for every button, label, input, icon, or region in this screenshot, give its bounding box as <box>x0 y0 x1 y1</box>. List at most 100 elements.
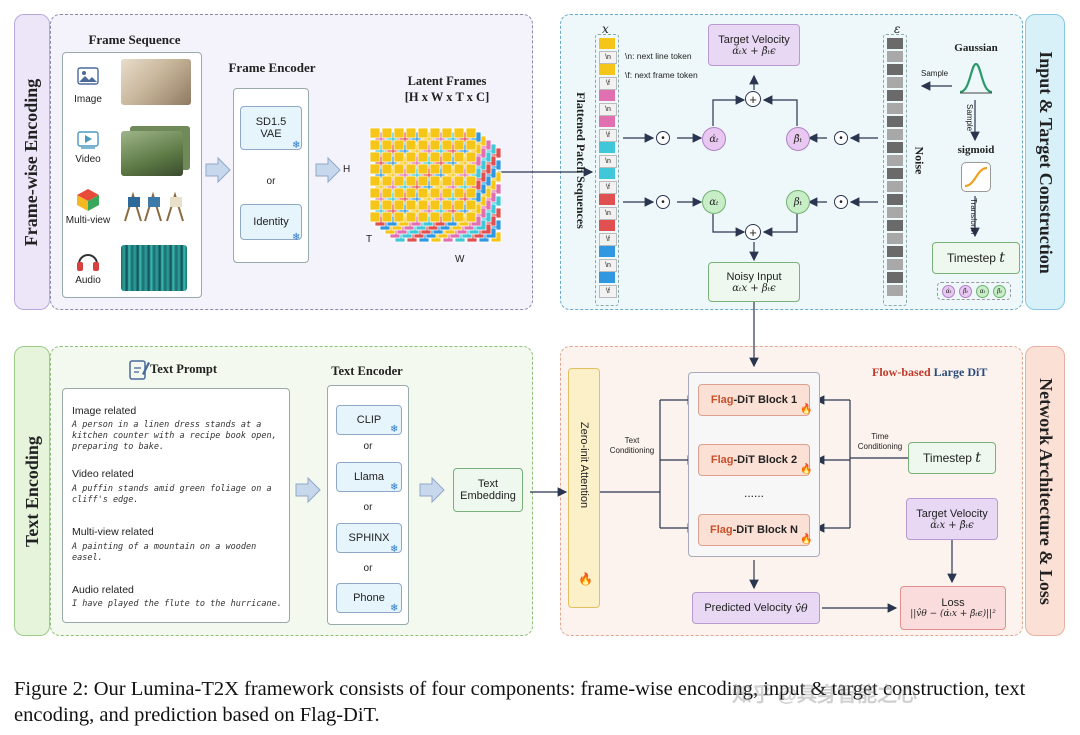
prompt-heading-multiview: Multi-view related <box>72 526 154 538</box>
latent-patch <box>405 139 417 151</box>
patch-token <box>599 64 615 75</box>
latent-patch <box>417 175 429 187</box>
latent-patch <box>453 211 465 223</box>
axis-h-label: H <box>343 164 351 175</box>
text-embedding-box: Text Embedding <box>453 468 523 512</box>
loss-title: Loss <box>941 597 965 609</box>
noise-token <box>887 129 903 140</box>
latent-patch <box>453 139 465 151</box>
multiview-icon <box>77 189 99 211</box>
dit-title-rest: Large DiT <box>933 365 988 379</box>
axis-w-label: W <box>455 254 465 265</box>
latent-patch <box>369 139 381 151</box>
zero-init-fire-icon: 🔥 <box>578 572 593 586</box>
latent-patch <box>405 211 417 223</box>
dit-title-flow: Flow-based <box>872 365 931 379</box>
latent-patch <box>429 151 441 163</box>
beta-circle: βₜ <box>786 190 810 214</box>
sphinx-snowflake-icon: ❄ <box>390 544 399 555</box>
patch-token <box>599 246 615 257</box>
frame-encoder-title: Frame Encoder <box>228 60 316 75</box>
legend-next-line: \n: next line token <box>625 51 692 61</box>
modality-label-image: Image <box>74 94 102 105</box>
timestep-var-bottom: t <box>975 450 981 466</box>
multiply-node-2: • <box>834 131 848 145</box>
latent-patch <box>393 211 405 223</box>
dit-block-2: Flag-DiT Block 2 <box>698 444 810 476</box>
latent-patch <box>417 127 429 139</box>
patch-token <box>599 90 615 101</box>
target-velocity-box-bottom: Target Velocity α̇ₜx + β̇ₜϵ <box>906 498 998 540</box>
video-icon <box>77 131 99 149</box>
latent-patch <box>429 211 441 223</box>
llama-label: Llama <box>354 471 384 483</box>
time-cond-line1: Time <box>871 432 889 441</box>
identity-snowflake-icon: ❄ <box>292 232 301 243</box>
frame-sequence-title: Frame Sequence <box>88 32 181 47</box>
beta-dot-circle: β̇ₜ <box>786 127 810 151</box>
latent-patch <box>393 139 405 151</box>
embedding-line1: Text <box>477 478 499 490</box>
latent-patch <box>465 163 477 175</box>
separator-token: \n <box>599 207 617 220</box>
modality-label-audio: Audio <box>75 275 101 286</box>
mini-beta-dot: β̇ₜ <box>959 285 972 298</box>
latent-patch <box>429 199 441 211</box>
encoder-to-embedding-arrow <box>419 476 445 504</box>
latent-patch <box>369 175 381 187</box>
mini-alpha: αₜ <box>976 285 989 298</box>
latent-patch <box>453 187 465 199</box>
separator-token: \n <box>599 259 617 272</box>
latent-patch <box>417 211 429 223</box>
separator-token: \f <box>599 181 617 194</box>
text-encoding-sidebar: Text Encoding <box>14 346 50 636</box>
multiply-node-3: • <box>656 195 670 209</box>
latent-patch <box>369 211 381 223</box>
text-cond-line2: Conditioning <box>609 446 655 455</box>
latent-patch <box>393 187 405 199</box>
latent-patch <box>417 163 429 175</box>
patch-token <box>599 168 615 179</box>
flag-prefix-n: Flag <box>709 524 733 536</box>
zero-init-label-wrap: Zero-init Attention <box>568 380 600 550</box>
latent-patch <box>465 139 477 151</box>
noise-token <box>887 233 903 244</box>
clip-snowflake-icon: ❄ <box>390 424 399 435</box>
coefficient-strip <box>937 282 1011 300</box>
alpha-circle: αₜ <box>702 190 726 214</box>
latent-patch <box>381 199 393 211</box>
latent-patch <box>417 199 429 211</box>
latent-patch <box>441 199 453 211</box>
latent-patch <box>441 139 453 151</box>
noise-token <box>887 116 903 127</box>
target-velocity-title: Target Velocity <box>718 33 790 46</box>
latent-patch <box>417 151 429 163</box>
encoder-or-2: or <box>363 502 373 513</box>
noise-token <box>887 90 903 101</box>
loss-formula: ||v̂θ − (α̇ₜx + β̇ₜϵ)||² <box>910 609 996 619</box>
patch-token <box>599 142 615 153</box>
latent-patch <box>453 199 465 211</box>
dit-block-n-fire-icon: 🔥 <box>800 534 813 545</box>
latent-patch <box>417 139 429 151</box>
latent-patch <box>369 187 381 199</box>
vae-box: SD1.5 VAE <box>240 106 302 150</box>
separator-token: \f <box>599 285 617 298</box>
target-velocity-formula: α̇ₜx + β̇ₜϵ <box>732 45 776 57</box>
llama-box: Llama <box>336 462 402 492</box>
connector-layer <box>205 74 980 613</box>
clip-label: CLIP <box>356 414 382 426</box>
modality-label-multiview: Multi-view <box>65 215 111 226</box>
input-target-sidebar: Input & Target Construction <box>1025 14 1065 310</box>
vae-line1: SD1.5 <box>255 116 287 128</box>
latent-shape: [H x W x T x C] <box>404 90 490 104</box>
latent-patch <box>453 163 465 175</box>
latent-patch <box>417 187 429 199</box>
prompt-heading-audio: Audio related <box>72 584 134 596</box>
noise-token <box>887 168 903 179</box>
latent-title: Latent Frames <box>407 74 487 88</box>
transform-label: Transform <box>969 198 978 235</box>
timestep-var-top: t <box>999 250 1005 266</box>
multiply-node-1: • <box>656 131 670 145</box>
target-velocity-box: Target Velocity α̇ₜx + β̇ₜϵ <box>708 24 800 66</box>
